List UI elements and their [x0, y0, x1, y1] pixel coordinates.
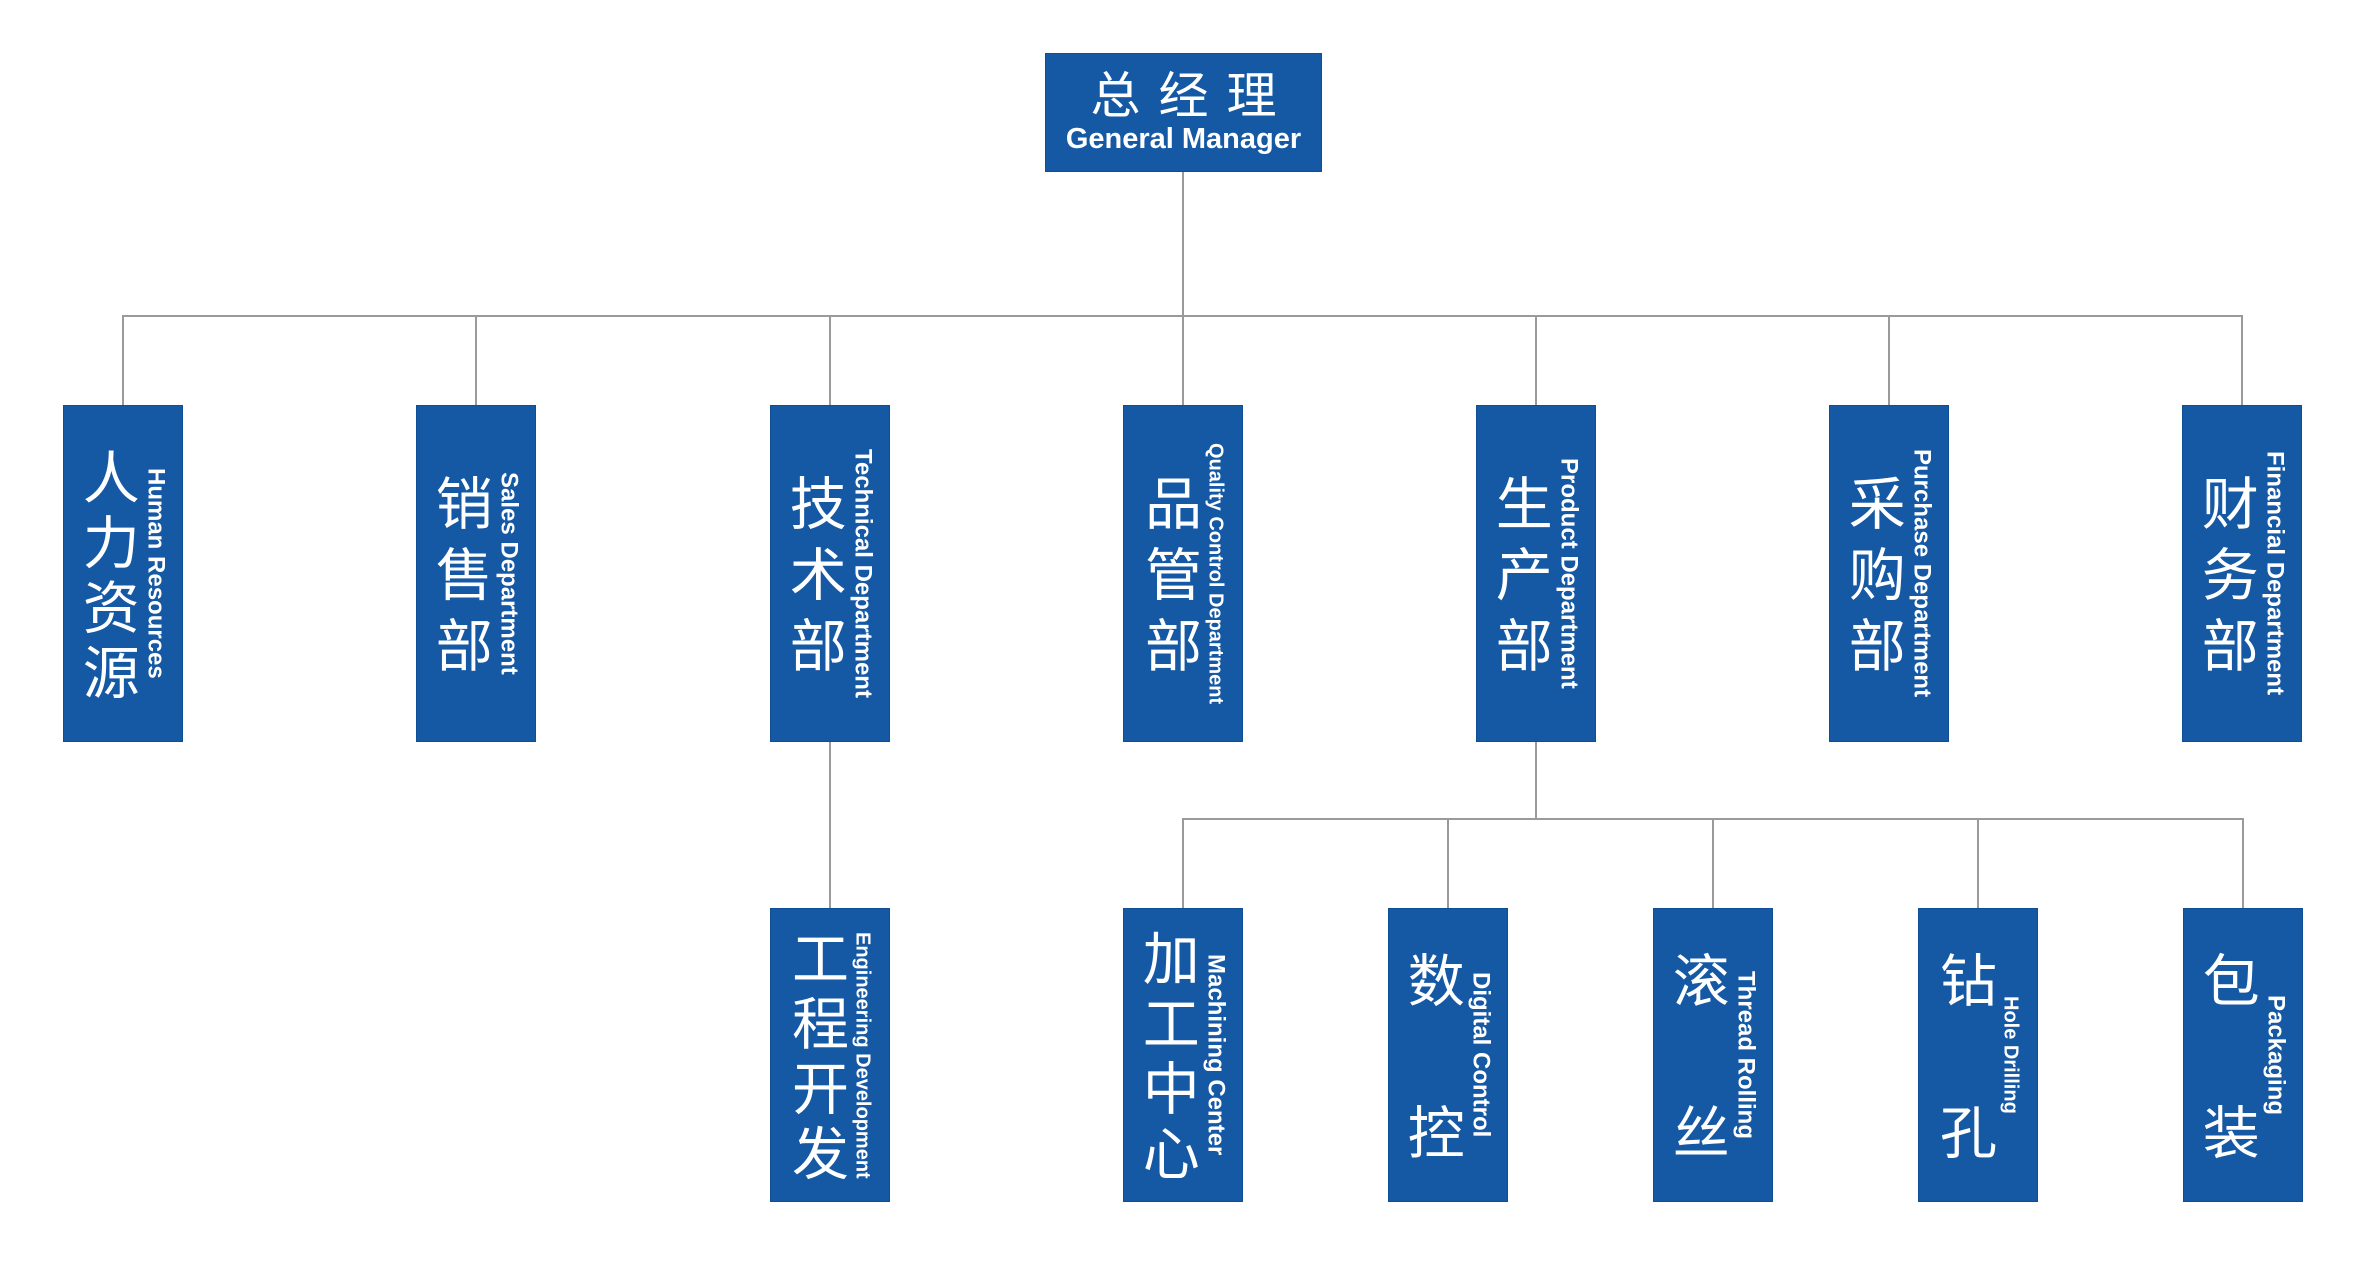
org-node-purchase-department: 采购部 Purchase Department	[1829, 405, 1949, 742]
node-zh-label: 品管部	[1136, 474, 1201, 687]
node-zh-label: 财务部	[2193, 474, 2258, 687]
node-en-label: Hole Drilling	[1999, 996, 2022, 1114]
org-node-hole-drilling: 钻孔 Hole Drilling	[1918, 908, 2038, 1255]
node-zh-label: 数控	[1399, 950, 1464, 1255]
connector-drop-thread-rolling	[1712, 818, 1714, 908]
org-node-engineering-development: 工程开发 Engineering Development	[770, 908, 890, 1202]
connector-drop-product	[1535, 315, 1537, 406]
node-zh-label: 人力资源	[74, 447, 139, 708]
node-zh-label: 加工中心	[1134, 929, 1199, 1189]
node-en-label: Technical Department	[849, 449, 877, 698]
org-node-quality-control-department: 品管部 Quality Control Department	[1123, 405, 1243, 742]
node-en-label: Thread Rolling	[1732, 971, 1760, 1139]
org-node-technical-department: 技术部 Technical Department	[770, 405, 890, 742]
org-node-digital-control: 数控 Digital Control	[1388, 908, 1508, 1255]
connector-product-vertical	[1535, 742, 1537, 820]
node-zh-label: 滚丝	[1664, 950, 1729, 1255]
connector-drop-sales	[475, 315, 477, 406]
node-en-label: Financial Department	[2261, 451, 2289, 696]
org-node-general-manager: 总经理 General Manager	[1045, 53, 1322, 172]
node-en-label: Human Resources	[142, 468, 170, 679]
node-en-label: Machining Center	[1202, 954, 1230, 1156]
org-node-sales-department: 销售部 Sales Department	[416, 405, 536, 742]
connector-drop-digital-control	[1447, 818, 1449, 908]
connector-root-vertical	[1182, 172, 1184, 316]
connector-drop-packaging	[2242, 818, 2244, 908]
node-en-label: Packaging	[2262, 994, 2290, 1116]
connector-drop-hole-drilling	[1977, 818, 1979, 908]
node-zh-label: 采购部	[1840, 474, 1905, 687]
node-en-label: Product Department	[1555, 458, 1583, 689]
node-en-label: Engineering Development	[851, 931, 874, 1179]
connector-drop-quality-control	[1182, 315, 1184, 406]
node-zh-label: 总经理	[1090, 68, 1295, 124]
connector-technical-to-engineering	[829, 742, 831, 908]
node-zh-label: 技术部	[781, 474, 846, 687]
node-zh-label: 销售部	[427, 474, 492, 687]
connector-drop-technical	[829, 315, 831, 406]
connector-drop-financial	[2241, 315, 2243, 406]
org-node-machining-center: 加工中心 Machining Center	[1123, 908, 1243, 1202]
node-en-label: Sales Department	[495, 472, 523, 675]
connector-drop-machining-center	[1182, 818, 1184, 908]
node-en-label: Digital Control	[1467, 972, 1495, 1138]
org-node-human-resources: 人力资源 Human Resources	[63, 405, 183, 742]
node-en-label: General Manager	[1065, 123, 1302, 155]
node-zh-label: 包装	[2194, 950, 2259, 1255]
connector-drop-purchase	[1888, 315, 1890, 406]
org-node-product-department: 生产部 Product Department	[1476, 405, 1596, 742]
org-node-packaging: 包装 Packaging	[2183, 908, 2303, 1255]
node-zh-label: 钻孔	[1931, 950, 1996, 1255]
node-en-label: Quality Control Department	[1204, 442, 1227, 705]
connector-drop-human-resources	[122, 315, 124, 406]
node-en-label: Purchase Department	[1908, 449, 1936, 698]
org-node-financial-department: 财务部 Financial Department	[2182, 405, 2302, 742]
org-node-thread-rolling: 滚丝 Thread Rolling	[1653, 908, 1773, 1255]
node-zh-label: 工程开发	[783, 929, 848, 1189]
node-zh-label: 生产部	[1487, 474, 1552, 687]
